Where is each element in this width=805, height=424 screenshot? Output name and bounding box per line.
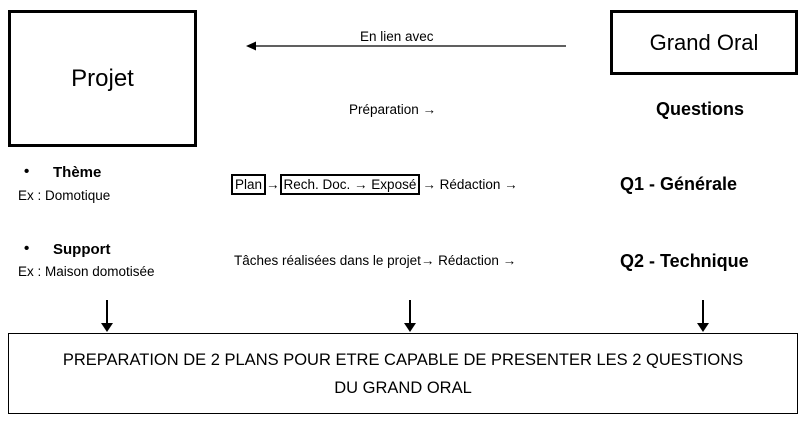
grand-oral-title: Grand Oral bbox=[649, 29, 759, 55]
down-arrow-icon bbox=[697, 300, 709, 332]
q1-label: Q1 - Générale bbox=[620, 174, 738, 194]
q2-label: Q2 - Technique bbox=[620, 251, 749, 271]
rech-expose-box: Rech. Doc. → Exposé bbox=[279, 174, 421, 195]
theme-bullet: • bbox=[24, 163, 30, 180]
down-arrow-icon bbox=[404, 300, 416, 332]
conclusion-box: PREPARATION DE 2 PLANS POUR ETRE CAPABLE… bbox=[8, 333, 798, 414]
theme-label: Thème bbox=[53, 164, 102, 181]
flow-theme: Plan → Rech. Doc. → Exposé → Rédaction → bbox=[231, 174, 518, 195]
flow-arrow: → bbox=[266, 177, 280, 192]
conclusion-line-2: DU GRAND ORAL bbox=[334, 379, 472, 397]
flow-redaction: → Rédaction → bbox=[422, 177, 518, 192]
flow-support: Tâches réalisées dans le projet→ Rédacti… bbox=[234, 253, 517, 268]
support-example: Ex : Maison domotisée bbox=[18, 264, 155, 279]
grand-oral-box: Grand Oral bbox=[610, 10, 798, 75]
down-arrow-icon bbox=[101, 300, 113, 332]
projet-title: Projet bbox=[71, 64, 134, 92]
conclusion-line-1: PREPARATION DE 2 PLANS POUR ETRE CAPABLE… bbox=[62, 351, 744, 369]
theme-example: Ex : Domotique bbox=[18, 188, 111, 203]
projet-box: Projet bbox=[8, 10, 197, 147]
plan-box: Plan bbox=[231, 174, 267, 195]
preparation-label: Préparation → bbox=[349, 102, 437, 117]
link-label: En lien avec bbox=[360, 29, 434, 44]
support-bullet: • bbox=[24, 240, 30, 257]
questions-label: Questions bbox=[656, 99, 745, 119]
support-label: Support bbox=[53, 241, 111, 258]
link-arrow bbox=[246, 41, 566, 51]
